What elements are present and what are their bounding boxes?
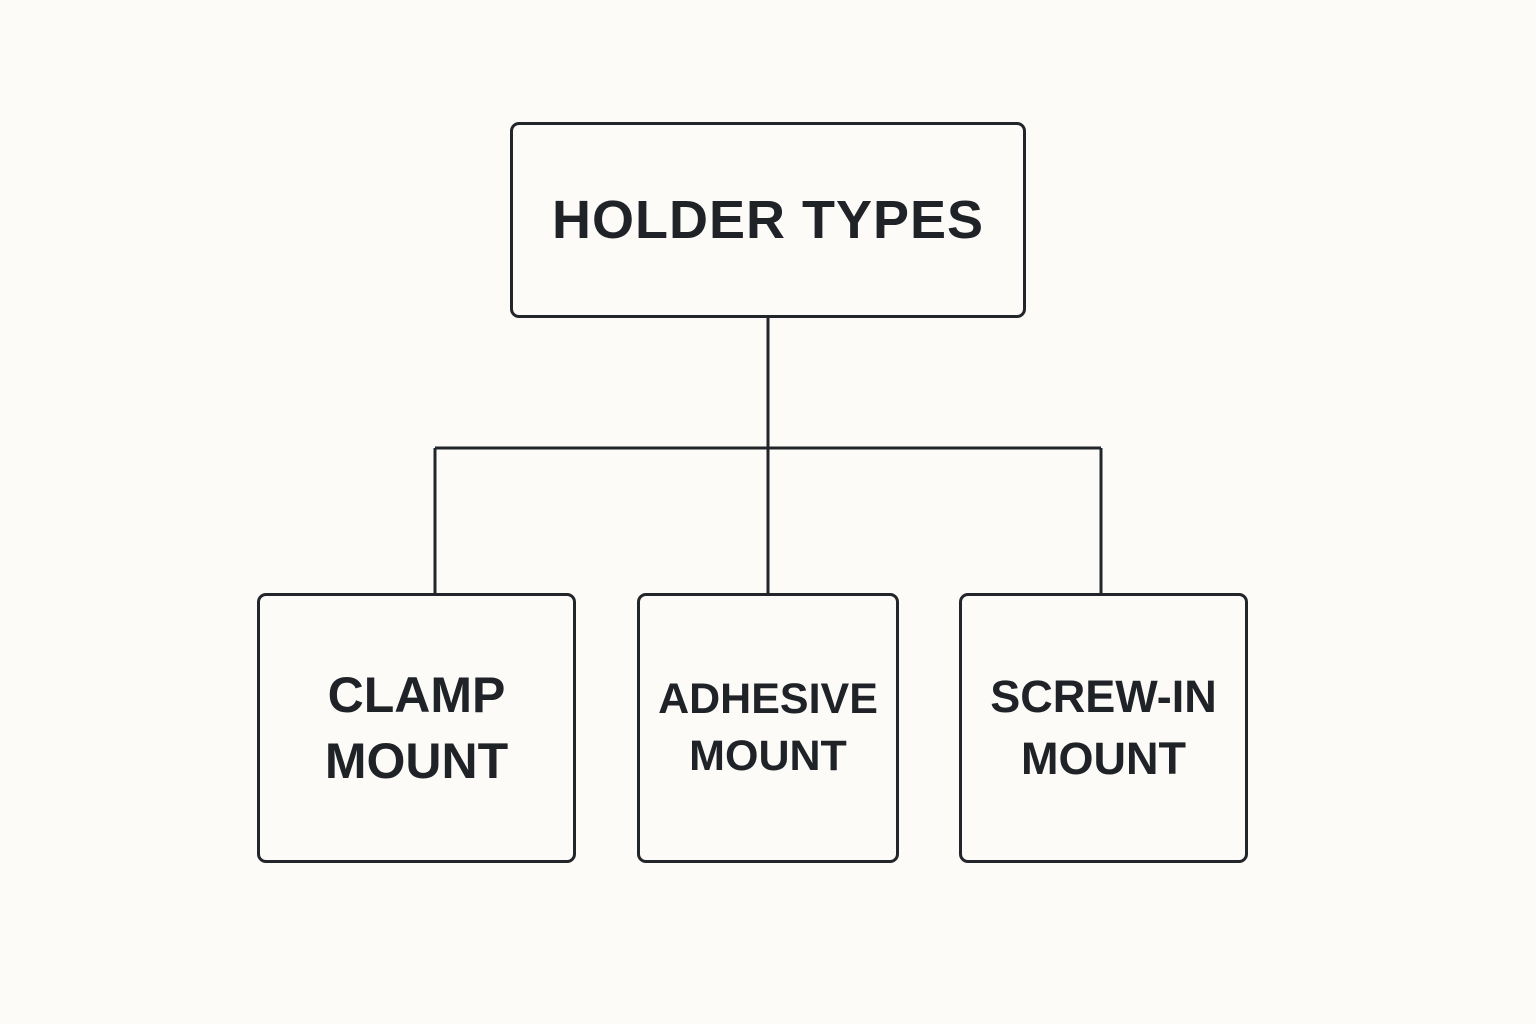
screw-in-mount-node: SCREW-IN MOUNT — [959, 593, 1248, 863]
root-node-label: HOLDER TYPES — [551, 190, 985, 250]
root-node: HOLDER TYPES — [510, 122, 1026, 318]
screw-in-mount-label-line1: SCREW-IN — [990, 671, 1217, 722]
screw-in-mount-label-line2: MOUNT — [1021, 733, 1186, 784]
clamp-mount-label-line2: MOUNT — [324, 733, 509, 789]
clamp-mount-label-line1: CLAMP — [327, 667, 506, 723]
adhesive-mount-label-line1: ADHESIVE — [658, 675, 878, 723]
adhesive-mount-label-line2: MOUNT — [689, 732, 847, 780]
clamp-mount-node: CLAMP MOUNT — [257, 593, 576, 863]
adhesive-mount-node: ADHESIVE MOUNT — [637, 593, 899, 863]
